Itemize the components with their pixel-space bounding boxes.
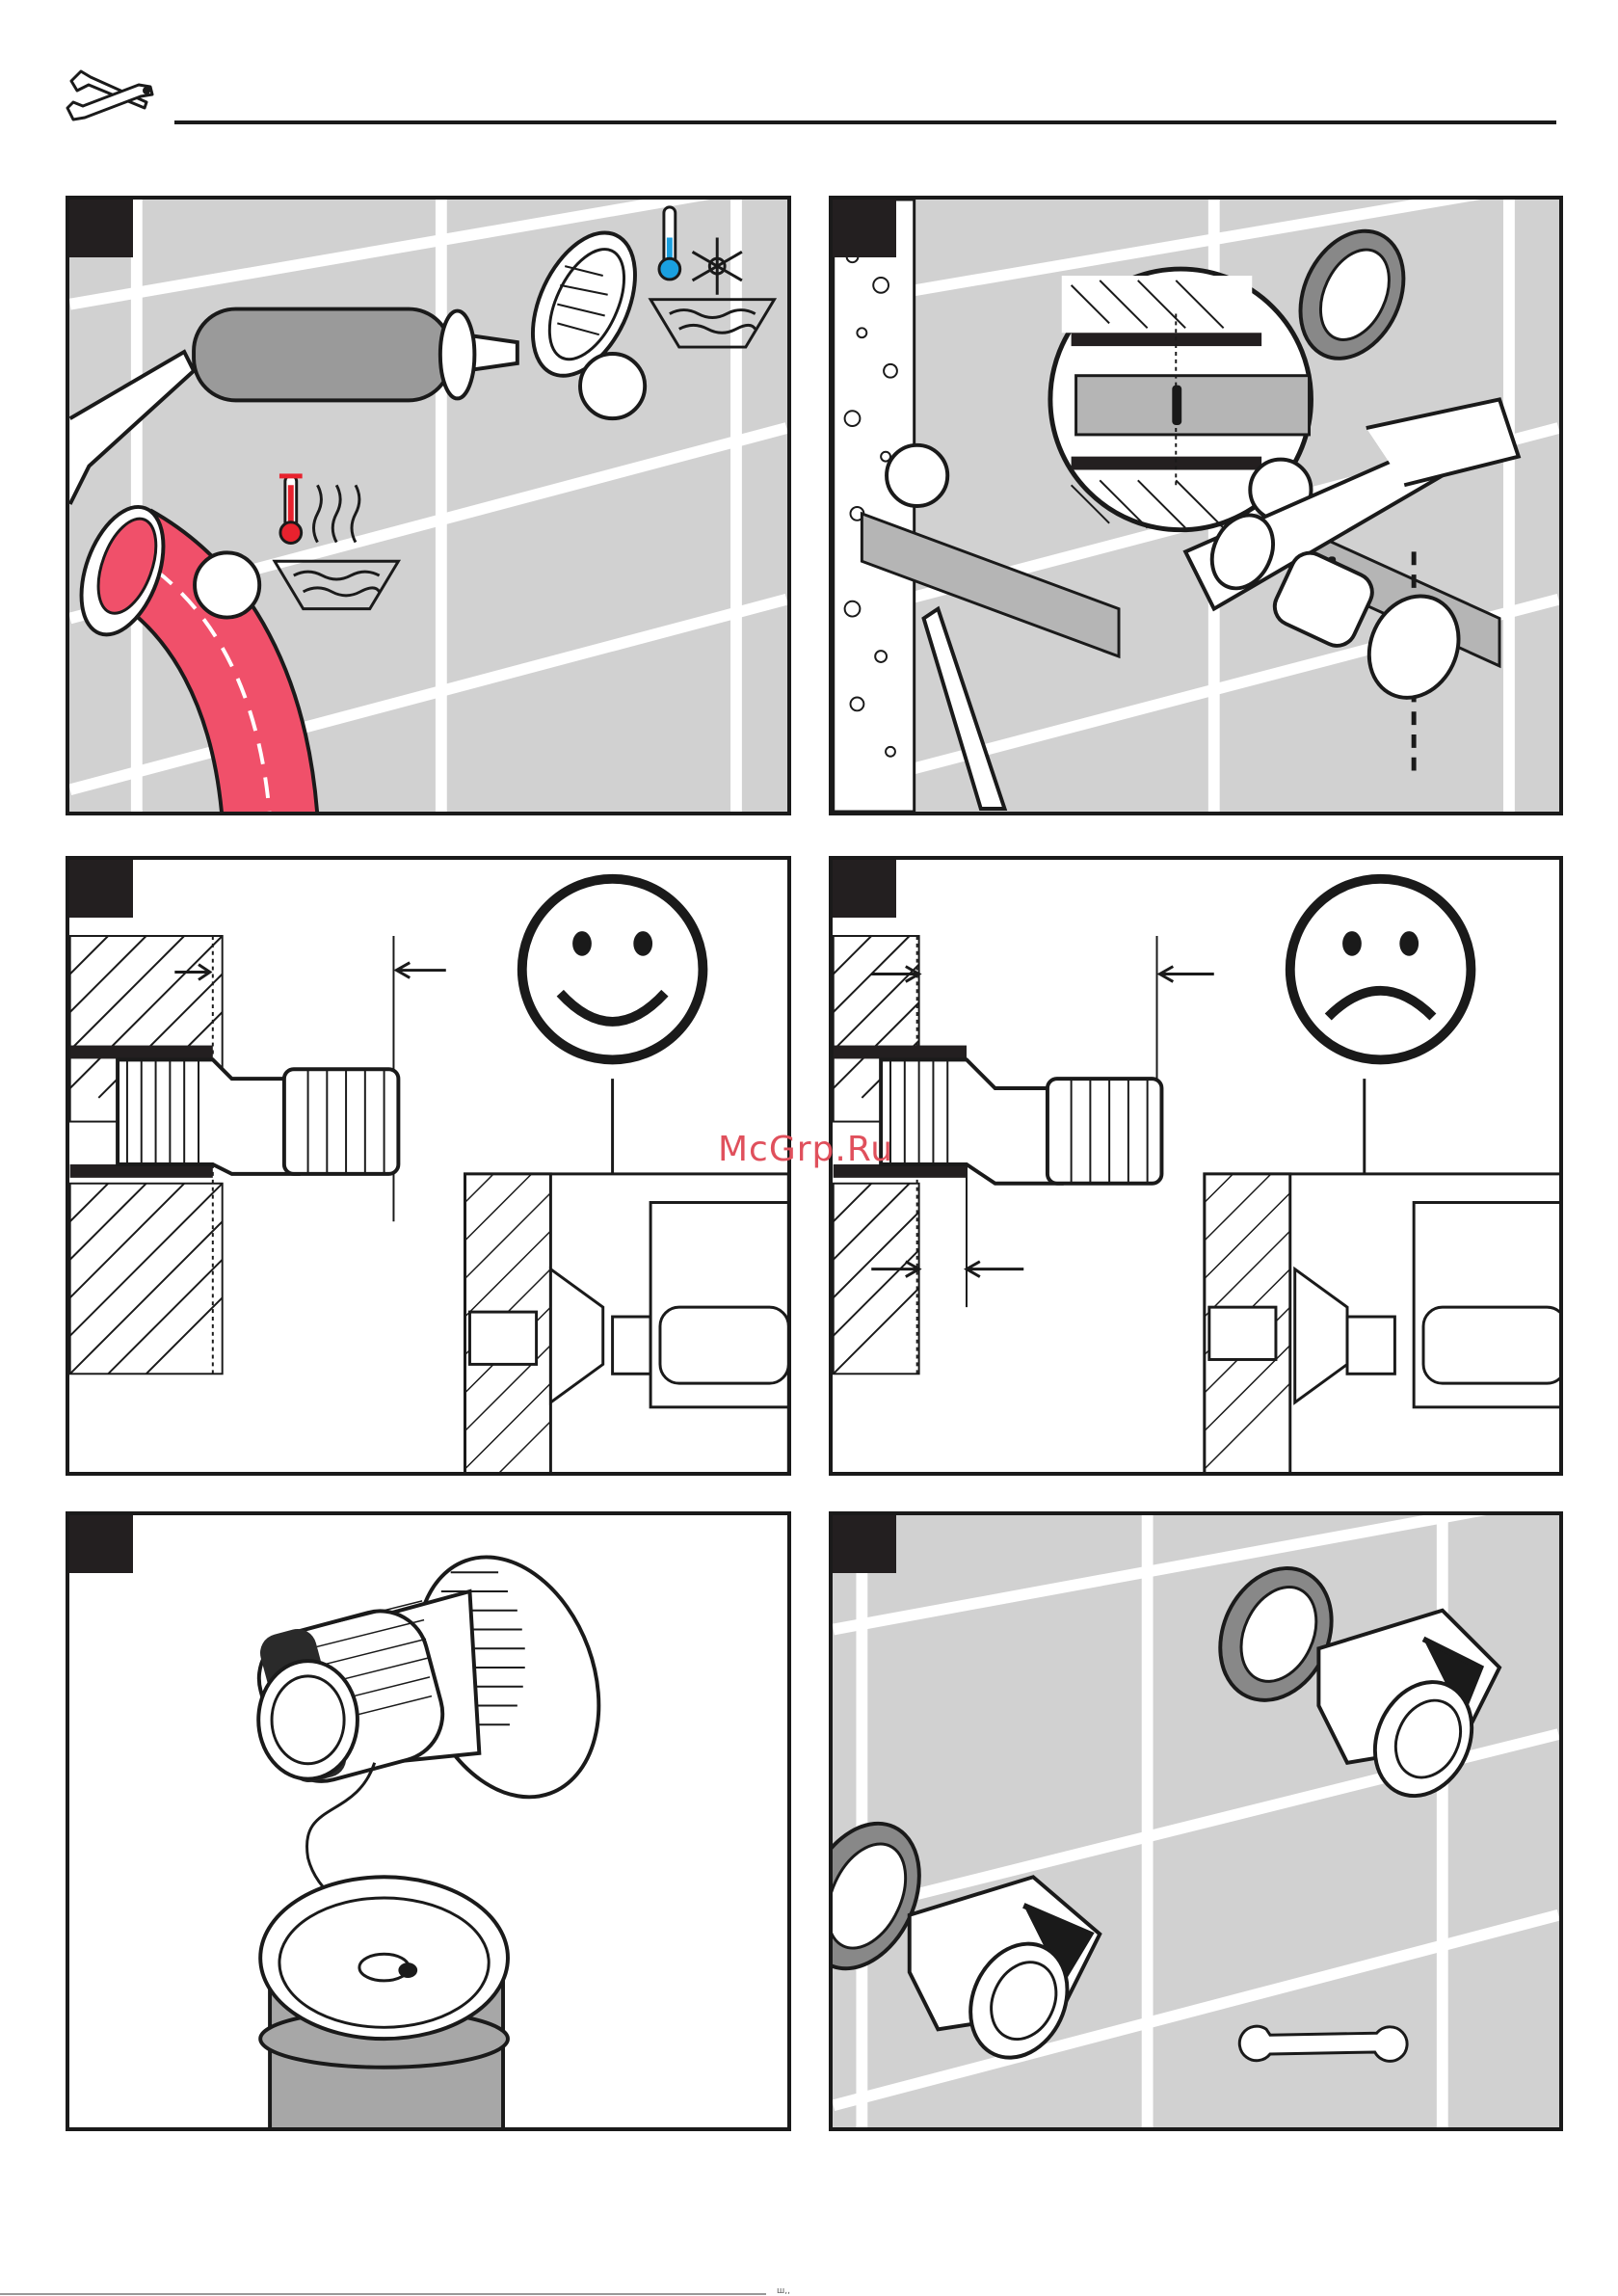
panel-1-cleaning: [66, 196, 791, 815]
step-number-box: [833, 1515, 896, 1573]
tools-icon: [64, 64, 156, 127]
header-rule: [174, 120, 1556, 124]
panel-5-illustration: [69, 1515, 787, 2127]
panel-2-cutting: [829, 196, 1563, 815]
footer-mark: ш,,: [777, 2286, 790, 2296]
panel-3-correct: [66, 856, 791, 1476]
step-number-box: [69, 200, 133, 257]
step-number-box: [833, 860, 896, 918]
footer-rule: [0, 2293, 766, 2295]
panel-6-illustration: [833, 1515, 1559, 2127]
step-number-box: [833, 200, 896, 257]
panel-6-mounting: [829, 1511, 1563, 2131]
panel-4-illustration: [833, 860, 1559, 1472]
panel-5-sealing: [66, 1511, 791, 2131]
panel-1-illustration: [69, 200, 787, 812]
panel-4-incorrect: [829, 856, 1563, 1476]
step-number-box: [69, 860, 133, 918]
watermark: McGrp.Ru: [718, 1130, 893, 1169]
step-number-box: [69, 1515, 133, 1573]
panel-2-illustration: [833, 200, 1559, 812]
panel-3-illustration: [69, 860, 787, 1472]
wrench-icon: [1239, 2026, 1407, 2061]
